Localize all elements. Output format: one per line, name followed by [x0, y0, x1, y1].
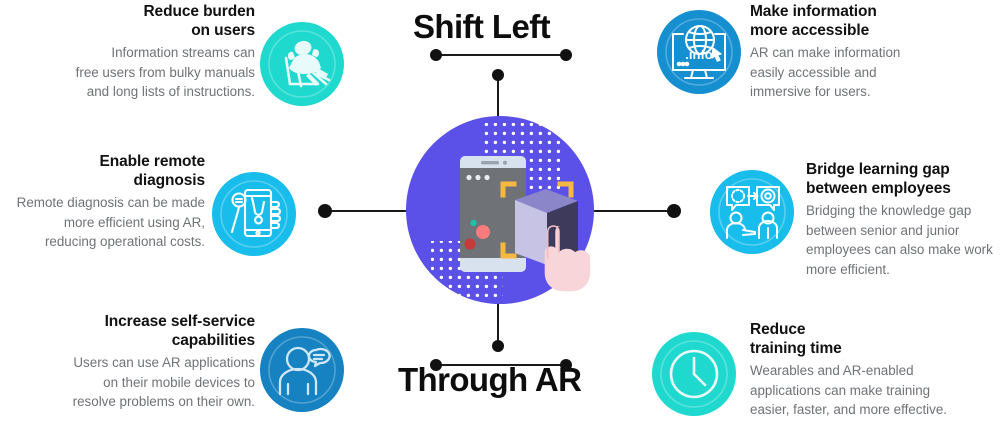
monitor-globe-info-icon: .info	[665, 18, 733, 86]
pointing-hand-icon	[544, 225, 591, 292]
block-title-enable-remote-diagnosis: Enable remote diagnosis	[99, 153, 205, 189]
block-body-increase-self-service: Users can use AR applications on their m…	[72, 355, 255, 409]
headline-shift-left: Shift Left	[413, 8, 551, 45]
icon-hand-phone-diagnosis[interactable]	[212, 172, 296, 256]
connector-line-left	[330, 210, 415, 212]
icon-monitor-globe-info[interactable]: .info	[657, 10, 741, 94]
relaxing-person-lounge-chair-icon	[268, 30, 336, 98]
block-bridge-learning-gap: Bridge learning gap between employees Br…	[806, 160, 1003, 279]
person-speech-bubble-icon	[268, 336, 336, 404]
connector-line-top-horizontal	[436, 54, 566, 56]
connector-dot-right	[667, 204, 681, 218]
block-title-reduce-burden: Reduce burden on users	[143, 3, 255, 39]
center-ar-illustration	[403, 113, 597, 307]
block-body-enable-remote-diagnosis: Remote diagnosis can be made more effici…	[16, 195, 205, 249]
block-body-make-information-accessible: AR can make information easily accessibl…	[750, 45, 901, 99]
ar-smartphone-cube-illustration	[406, 116, 594, 304]
connector-dot-top-right	[560, 49, 572, 61]
connector-dot-left	[318, 204, 332, 218]
block-title-reduce-training-time: Reduce training time	[750, 321, 842, 357]
block-enable-remote-diagnosis: Enable remote diagnosis Remote diagnosis…	[0, 152, 205, 252]
block-reduce-training-time: Reduce training time Wearables and AR-en…	[750, 320, 995, 420]
hand-phone-diagnosis-icon	[220, 180, 288, 248]
icon-person-speech-bubble[interactable]	[260, 328, 344, 412]
svg-text:.info: .info	[685, 47, 712, 62]
block-title-make-information-accessible: Make information more accessible	[750, 3, 877, 39]
connector-line-right	[585, 210, 670, 212]
connector-dot-bottom-right	[560, 359, 572, 371]
block-body-reduce-training-time: Wearables and AR-enabled applications ca…	[750, 363, 948, 417]
connector-dot-top-left	[430, 49, 442, 61]
connector-dot-top-stem	[492, 69, 504, 81]
block-body-bridge-learning-gap: Bridging the knowledge gap between senio…	[806, 203, 993, 277]
icon-knowledge-transfer-people[interactable]	[710, 170, 794, 254]
connector-line-bottom-vertical	[497, 300, 499, 342]
clock-icon	[660, 340, 728, 408]
icon-clock[interactable]	[652, 332, 736, 416]
block-reduce-burden: Reduce burden on users Information strea…	[60, 2, 255, 102]
connector-dot-bottom-stem	[492, 340, 504, 352]
connector-line-bottom-horizontal	[436, 364, 566, 366]
block-make-information-accessible: Make information more accessible AR can …	[750, 2, 960, 102]
connector-line-top-vertical	[497, 78, 499, 120]
block-title-increase-self-service: Increase self-service capabilities	[104, 313, 256, 349]
block-title-bridge-learning-gap: Bridge learning gap between employees	[806, 161, 951, 197]
block-body-reduce-burden: Information streams can free users from …	[75, 45, 255, 99]
icon-relaxing-person-lounge-chair[interactable]	[260, 22, 344, 106]
block-increase-self-service: Increase self-service capabilities Users…	[40, 312, 255, 412]
knowledge-transfer-people-icon	[718, 178, 786, 246]
headline-through-ar: Through AR	[398, 361, 582, 398]
connector-dot-bottom-left	[430, 359, 442, 371]
